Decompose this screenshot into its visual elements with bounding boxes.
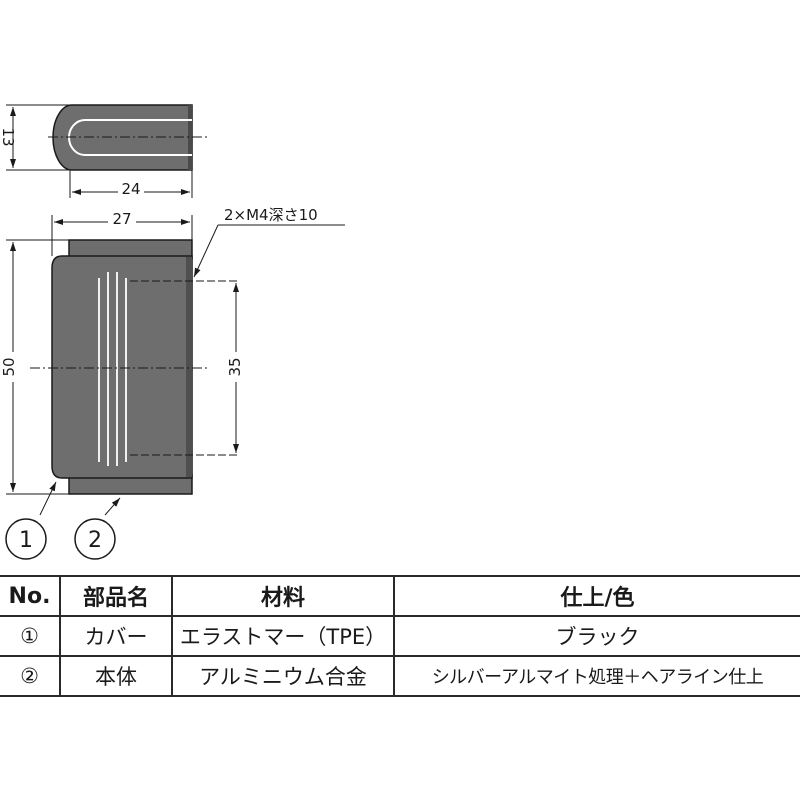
header-no: No.	[0, 575, 61, 617]
header-part-name: 部品名	[59, 575, 173, 617]
table-header-row: No. 部品名 材料 仕上/色	[0, 575, 800, 617]
top-view-cover-lip	[188, 105, 192, 170]
table-row: ① カバー エラストマー（TPE） ブラック	[0, 615, 800, 657]
callout-2: 2	[74, 497, 121, 560]
header-material: 材料	[171, 575, 395, 617]
table-row: ② 本体 アルミニウム合金 シルバーアルマイト処理＋ヘアライン仕上	[0, 655, 800, 697]
cover-right-edge	[186, 257, 192, 477]
cover-body	[51, 255, 193, 479]
grip-lines	[98, 272, 127, 466]
callout-1-label: 1	[19, 528, 33, 553]
cell-material: エラストマー（TPE）	[171, 615, 395, 657]
cell-finish: ブラック	[393, 615, 800, 657]
dim-width-top: 24	[69, 170, 193, 198]
callout-2-label: 2	[88, 528, 102, 553]
hole-note: 2×M4深さ10	[193, 206, 345, 278]
dim-width-front: 27	[51, 210, 193, 256]
dim-height-front-label: 50	[0, 357, 18, 376]
cell-no: ②	[0, 655, 61, 697]
header-finish: 仕上/色	[393, 575, 800, 617]
front-view	[30, 239, 240, 495]
technical-drawing: 13 24 27 50	[0, 104, 345, 560]
dim-height-top-label: 13	[0, 127, 17, 146]
dim-hole-pitch-label: 35	[226, 357, 244, 376]
top-view	[48, 104, 210, 171]
dim-height-top: 13	[0, 104, 72, 171]
cell-material: アルミニウム合金	[171, 655, 395, 697]
hole-note-label: 2×M4深さ10	[224, 206, 318, 224]
cell-part-name: 本体	[59, 655, 173, 697]
dim-width-top-label: 24	[121, 180, 140, 198]
spec-table: No. 部品名 材料 仕上/色 ① カバー エラストマー（TPE） ブラック ②…	[0, 575, 800, 697]
cell-finish: シルバーアルマイト処理＋ヘアライン仕上	[393, 655, 800, 697]
dim-hole-pitch: 35	[226, 283, 246, 453]
cell-part-name: カバー	[59, 615, 173, 657]
callout-1: 1	[5, 481, 57, 560]
dim-width-front-label: 27	[112, 210, 131, 228]
cell-no: ①	[0, 615, 61, 657]
dim-height-front: 50	[0, 239, 69, 495]
